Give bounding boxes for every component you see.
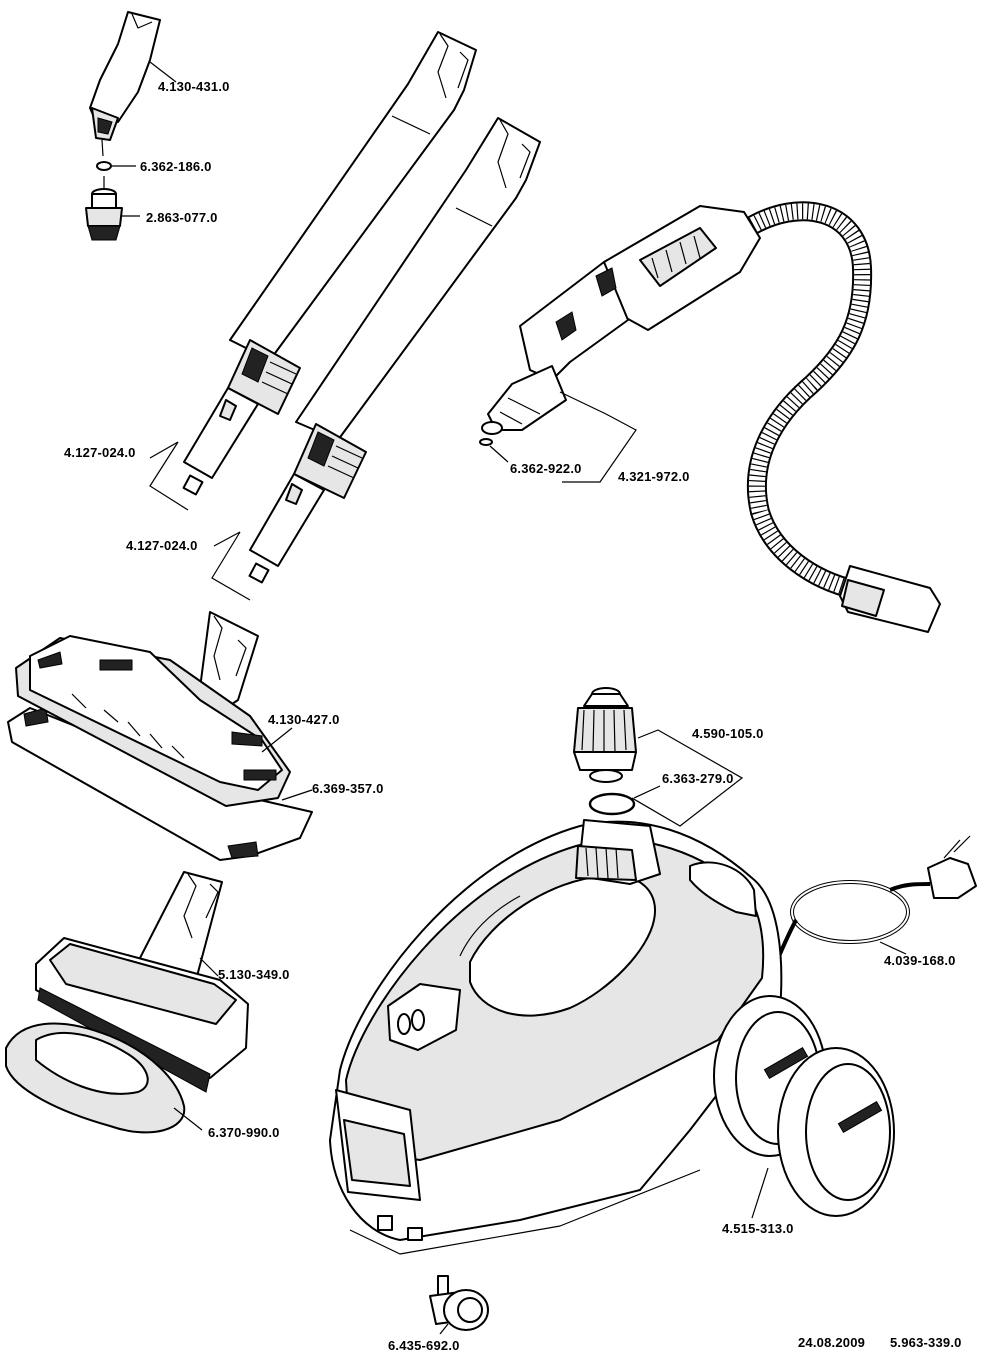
brush-cloth — [5, 1022, 186, 1134]
part-label-2863-077: 2.863-077.0 — [146, 210, 218, 225]
round-brush — [85, 176, 140, 241]
o-ring-small — [96, 161, 136, 171]
part-label-6362-186: 6.362-186.0 — [140, 159, 212, 174]
part-label-4130-431: 4.130-431.0 — [158, 79, 230, 94]
part-label-4127-024-a: 4.127-024.0 — [64, 445, 136, 460]
extension-tube-2 — [248, 117, 541, 584]
steam-gun-with-hose — [479, 201, 941, 633]
o-ring-cap — [588, 792, 636, 816]
steam-cleaner-body — [329, 819, 977, 1255]
part-label-6369-357: 6.369-357.0 — [312, 781, 384, 796]
part-label-4130-427: 4.130-427.0 — [268, 712, 340, 727]
drawing-number: 5.963-339.0 — [890, 1335, 962, 1350]
part-label-6435-692: 6.435-692.0 — [388, 1338, 460, 1353]
extension-tube-1 — [182, 31, 477, 496]
floor-nozzle — [7, 611, 313, 861]
part-label-6370-990: 6.370-990.0 — [208, 1125, 280, 1140]
part-label-6363-279: 6.363-279.0 — [662, 771, 734, 786]
part-label-5130-349: 5.130-349.0 — [218, 967, 290, 982]
part-label-6362-922: 6.362-922.0 — [510, 461, 582, 476]
filler-cap — [573, 687, 637, 783]
part-label-4590-105: 4.590-105.0 — [692, 726, 764, 741]
part-label-4515-313: 4.515-313.0 — [722, 1221, 794, 1236]
part-label-4127-024-b: 4.127-024.0 — [126, 538, 198, 553]
part-label-4039-168: 4.039-168.0 — [884, 953, 956, 968]
hand-brush — [35, 871, 249, 1093]
part-label-4321-972: 4.321-972.0 — [618, 469, 690, 484]
castor-wheel — [429, 1275, 489, 1331]
drawing-date: 24.08.2009 — [798, 1335, 866, 1350]
detail-nozzle — [89, 11, 177, 157]
